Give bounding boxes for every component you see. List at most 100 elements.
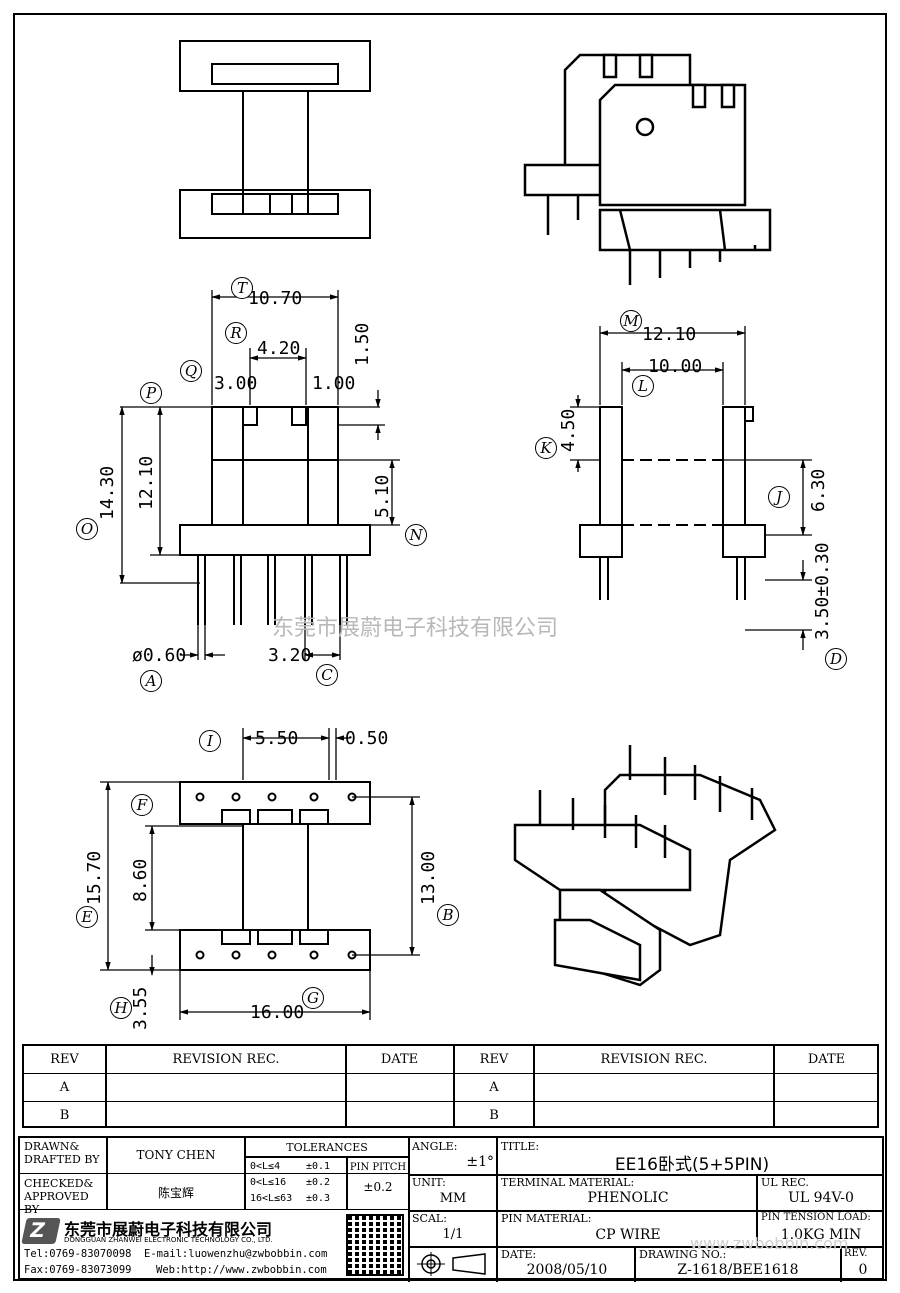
tol-range-2: 0<L≤16 bbox=[250, 1177, 287, 1188]
unit-value: MM bbox=[439, 1191, 467, 1206]
iso-view-top bbox=[523, 53, 772, 285]
label-N: N bbox=[405, 524, 427, 546]
date-value: 2008/05/10 bbox=[526, 1262, 608, 1278]
checked-label: CHECKED& APPROVED BY bbox=[24, 1177, 94, 1216]
rev-row-a-1: A bbox=[59, 1080, 70, 1095]
label-M: M bbox=[620, 310, 642, 332]
dim-pin-pitch: 3.20 bbox=[268, 645, 312, 666]
title-block: DRAWN& DRAFTED BY TONY CHEN CHECKED& APP… bbox=[18, 1136, 884, 1282]
label-F: F bbox=[131, 794, 153, 816]
label-R: R bbox=[225, 322, 247, 344]
rev-row-b-2: B bbox=[489, 1108, 499, 1123]
dim-slot-right: 1.00 bbox=[312, 373, 356, 394]
rev-header-2: REV bbox=[479, 1052, 509, 1067]
dim-bottom-width: 16.00 bbox=[250, 1002, 305, 1023]
pin-material-label: PIN MATERIAL: bbox=[501, 1212, 592, 1225]
label-K: K bbox=[535, 437, 557, 459]
rev-label: REV. bbox=[844, 1248, 868, 1259]
dim-slot-left: 3.00 bbox=[214, 373, 258, 394]
revision-rec-header-2: REVISION REC. bbox=[600, 1052, 708, 1067]
tol-value-1: ±0.1 bbox=[306, 1161, 331, 1172]
tol-value-3: ±0.3 bbox=[306, 1193, 331, 1204]
scale-label: SCAL: bbox=[412, 1212, 447, 1225]
label-O: O bbox=[76, 518, 98, 540]
drawn-value: TONY CHEN bbox=[136, 1148, 216, 1162]
title-label: TITLE: bbox=[501, 1140, 540, 1153]
ul-value: UL 94V-0 bbox=[788, 1190, 854, 1206]
sheet-border bbox=[13, 13, 887, 1281]
front-view-dims bbox=[119, 290, 400, 660]
watermark-company: 东莞市展蔚电子科技有限公司 bbox=[272, 616, 559, 641]
label-D: D bbox=[825, 648, 847, 670]
company-tel: Tel:0769-83070098 bbox=[24, 1248, 132, 1260]
label-I: I bbox=[199, 730, 221, 752]
tol-range-1: 0<L≤4 bbox=[250, 1161, 281, 1172]
bottom-view-dims bbox=[100, 728, 420, 1020]
logo-z-icon: Z bbox=[27, 1218, 48, 1242]
tolerances-label: TOLERANCES bbox=[286, 1141, 368, 1154]
label-P: P bbox=[140, 382, 162, 404]
rev-value: 0 bbox=[858, 1262, 868, 1278]
label-C: C bbox=[316, 664, 338, 686]
rev-row-b-1: B bbox=[59, 1108, 70, 1123]
checked-value: 陈宝辉 bbox=[157, 1186, 194, 1200]
revision-table: REV REVISION REC. DATE REV REVISION REC.… bbox=[22, 1044, 879, 1128]
tol-range-3: 16<L≤63 bbox=[250, 1193, 293, 1204]
company-email: E-mail:luowenzhu@zwbobbin.com bbox=[144, 1248, 328, 1260]
company-logo: Z bbox=[21, 1218, 61, 1244]
dim-top-width: 10.70 bbox=[248, 288, 303, 309]
angle-label: ANGLE: bbox=[412, 1140, 458, 1153]
label-Q: Q bbox=[180, 360, 202, 382]
dim-pin-dia: ø0.60 bbox=[132, 645, 187, 666]
terminal-label: TERMINAL MATERIAL: bbox=[501, 1176, 635, 1189]
dim-slot-pitch: 4.20 bbox=[257, 338, 301, 359]
tension-label: PIN TENSION LOAD: bbox=[761, 1212, 871, 1223]
label-G: G bbox=[302, 987, 324, 1009]
label-J: J bbox=[768, 486, 790, 508]
label-A: A bbox=[140, 670, 162, 692]
rev-header-1: REV bbox=[50, 1052, 79, 1067]
label-T: T bbox=[231, 277, 253, 299]
qr-code bbox=[346, 1214, 404, 1276]
date-label: DATE: bbox=[501, 1248, 537, 1261]
label-H: H bbox=[110, 997, 132, 1019]
dim-side-inner: 10.00 bbox=[648, 356, 703, 377]
drawn-label: DRAWN& DRAFTED BY bbox=[24, 1140, 100, 1166]
date-header-1: DATE bbox=[380, 1052, 419, 1067]
dim-side-width: 12.10 bbox=[642, 324, 697, 345]
label-B: B bbox=[437, 904, 459, 926]
tension-value: 1.0KG MIN bbox=[780, 1227, 862, 1243]
drawing-no-label: DRAWING NO.: bbox=[639, 1248, 727, 1261]
side-view-dims bbox=[570, 326, 812, 650]
pin-material-value: CP WIRE bbox=[595, 1227, 661, 1243]
tolerance-rows: 0<L≤4 ±0.1 0<L≤16 ±0.2 16<L≤63 ±0.3 bbox=[250, 1159, 346, 1207]
side-view bbox=[579, 406, 766, 600]
projection-symbol bbox=[417, 1252, 486, 1276]
label-L: L bbox=[632, 375, 654, 397]
bottom-view bbox=[179, 781, 371, 971]
label-E: E bbox=[76, 906, 98, 928]
scale-value: 1/1 bbox=[442, 1227, 464, 1242]
watermark-url: www.zwbobbin.com bbox=[690, 1234, 849, 1253]
date-header-2: DATE bbox=[807, 1052, 846, 1067]
pin-pitch-label: PIN PITCH bbox=[349, 1162, 407, 1173]
unit-label: UNIT: bbox=[412, 1176, 446, 1189]
ul-label: UL REC. bbox=[761, 1176, 809, 1189]
pin-pitch-value: ±0.2 bbox=[363, 1180, 393, 1194]
terminal-value: PHENOLIC bbox=[587, 1190, 669, 1206]
iso-view-bottom bbox=[513, 745, 777, 987]
top-view bbox=[179, 40, 371, 239]
company-web: Web:http://www.zwbobbin.com bbox=[156, 1264, 327, 1276]
dim-bottom-slot: 0.50 bbox=[345, 728, 389, 749]
dim-bottom-pitch: 5.50 bbox=[255, 728, 299, 749]
title-value: EE16卧式(5+5PIN) bbox=[614, 1155, 770, 1175]
angle-value: ±1° bbox=[466, 1154, 494, 1170]
rev-row-a-2: A bbox=[489, 1080, 499, 1095]
tol-value-2: ±0.2 bbox=[306, 1177, 331, 1188]
company-name-cn: 东莞市展蔚电子科技有限公司 bbox=[64, 1220, 273, 1239]
company-fax: Fax:0769-83073099 bbox=[24, 1264, 132, 1276]
drawing-no-value: Z-1618/BEE1618 bbox=[677, 1262, 799, 1278]
